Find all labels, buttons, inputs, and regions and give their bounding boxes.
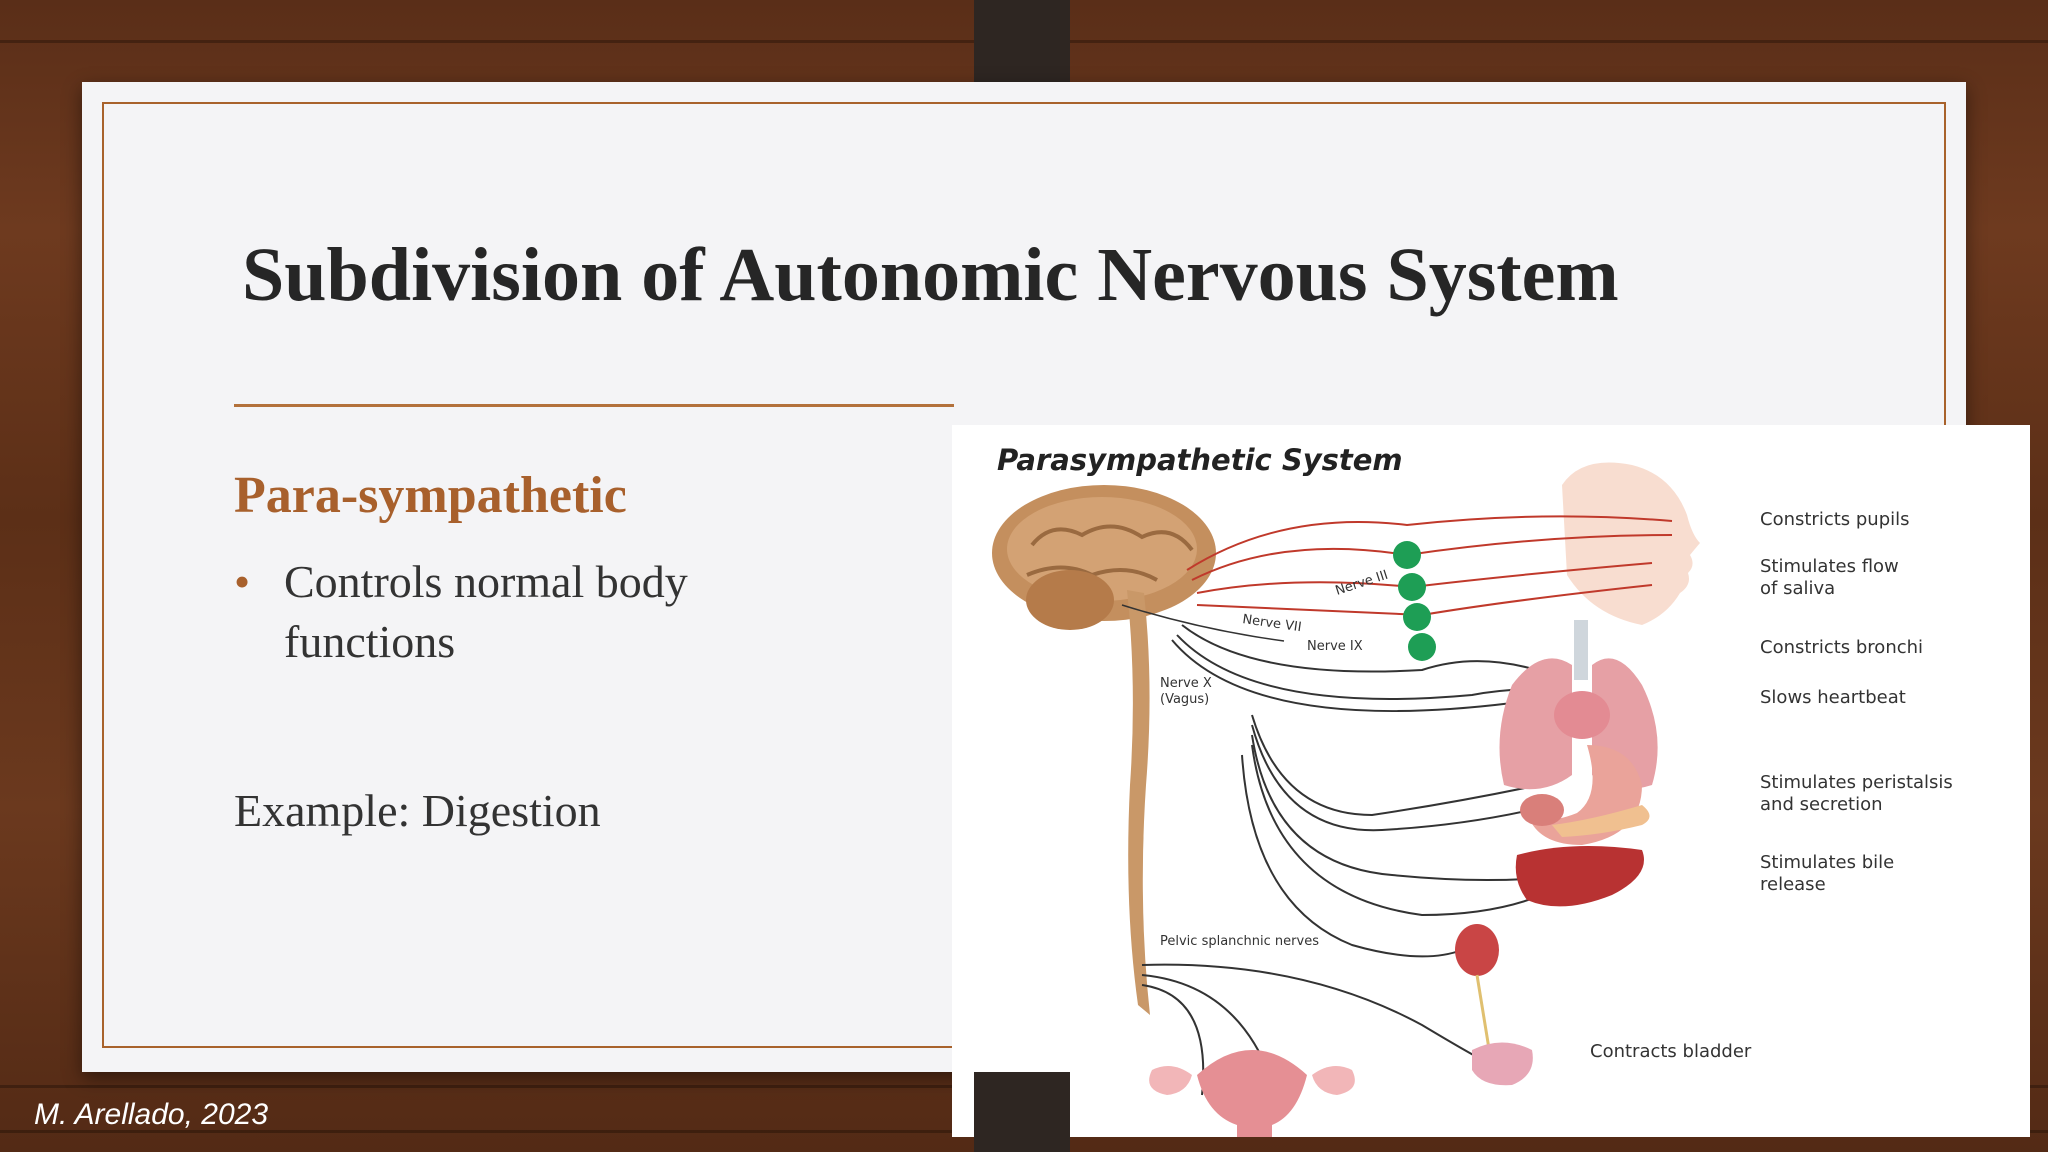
effect-label: Slows heartbeat bbox=[1760, 687, 1906, 708]
bullet-item: • Controls normal body functions bbox=[234, 552, 834, 672]
parasympathetic-diagram: Parasympathetic System Nerve III bbox=[952, 425, 2030, 1137]
diagram-svg: Parasympathetic System Nerve III bbox=[992, 443, 1953, 1137]
ureter bbox=[1475, 974, 1492, 1056]
vagus-branch bbox=[1241, 754, 1463, 958]
label-nerve-iii: Nerve III bbox=[1334, 568, 1390, 599]
ovary-right bbox=[1312, 1066, 1355, 1095]
effect-label: Constricts pupils bbox=[1760, 509, 1910, 530]
effect-label: Contracts bladder bbox=[1590, 1041, 1752, 1062]
effect-label: release bbox=[1760, 874, 1826, 895]
vagus-branch bbox=[1171, 639, 1513, 713]
pelvic-branch bbox=[1141, 963, 1493, 1066]
bullet-text: Controls normal body functions bbox=[284, 556, 688, 667]
duodenum bbox=[1520, 794, 1564, 826]
label-nerve-ix: Nerve IX bbox=[1307, 639, 1363, 654]
bullet-dot: • bbox=[234, 556, 251, 607]
example-text: Example: Digestion bbox=[234, 785, 601, 836]
vagus-branch bbox=[1181, 624, 1553, 676]
heart bbox=[1554, 691, 1610, 739]
vagus-branch bbox=[1251, 714, 1563, 817]
effect-label: Stimulates flow bbox=[1760, 556, 1899, 577]
brain-fold bbox=[1030, 524, 1194, 552]
effect-label: Constricts bronchi bbox=[1760, 637, 1923, 658]
ganglion-icon bbox=[1403, 603, 1431, 631]
face-silhouette bbox=[1562, 462, 1700, 625]
diagram-title: Parasympathetic System bbox=[997, 443, 1403, 477]
nerve-to-eye bbox=[1186, 515, 1673, 571]
kidney bbox=[1455, 924, 1499, 976]
label-vagus-nerve: (Vagus) bbox=[1160, 692, 1209, 707]
strap-bottom bbox=[974, 1072, 1070, 1152]
section-heading: Para-sympathetic bbox=[234, 467, 627, 524]
vagus-branch bbox=[1251, 744, 1543, 917]
effect-label: of saliva bbox=[1760, 578, 1835, 599]
vagus-branch bbox=[1251, 734, 1573, 881]
trachea bbox=[1574, 620, 1588, 680]
effect-label: Stimulates bile bbox=[1760, 852, 1894, 873]
slide-title: Subdivision of Autonomic Nervous System bbox=[242, 233, 1619, 317]
cranial-nerve bbox=[1121, 604, 1285, 642]
label-vagus-nerve: Nerve X bbox=[1160, 676, 1212, 691]
bladder bbox=[1472, 1042, 1533, 1086]
vagus-branch bbox=[1176, 634, 1563, 700]
ganglion-icon bbox=[1408, 633, 1436, 661]
author-credit: M. Arellado, 2023 bbox=[34, 1098, 269, 1131]
vagus-branch bbox=[1251, 724, 1553, 832]
pancreas bbox=[1552, 805, 1650, 837]
lung-left bbox=[1499, 658, 1572, 790]
slide: Subdivision of Autonomic Nervous System … bbox=[82, 82, 2030, 1137]
title-divider bbox=[234, 404, 954, 407]
effect-labels: Constricts pupils Stimulates flow of sal… bbox=[1590, 509, 1953, 1062]
effect-label: Stimulates peristalsis bbox=[1760, 772, 1953, 793]
label-nerve-vii: Nerve VII bbox=[1241, 612, 1302, 635]
ovary-left bbox=[1149, 1066, 1192, 1095]
ganglion-icon bbox=[1393, 541, 1421, 569]
cerebellum bbox=[1026, 570, 1114, 630]
label-pelvic-nerves: Pelvic splanchnic nerves bbox=[1160, 934, 1319, 949]
liver bbox=[1515, 846, 1644, 907]
uterus bbox=[1197, 1050, 1307, 1137]
spinal-cord bbox=[1127, 590, 1150, 1015]
effect-label: and secretion bbox=[1760, 794, 1883, 815]
ganglion-icon bbox=[1398, 573, 1426, 601]
